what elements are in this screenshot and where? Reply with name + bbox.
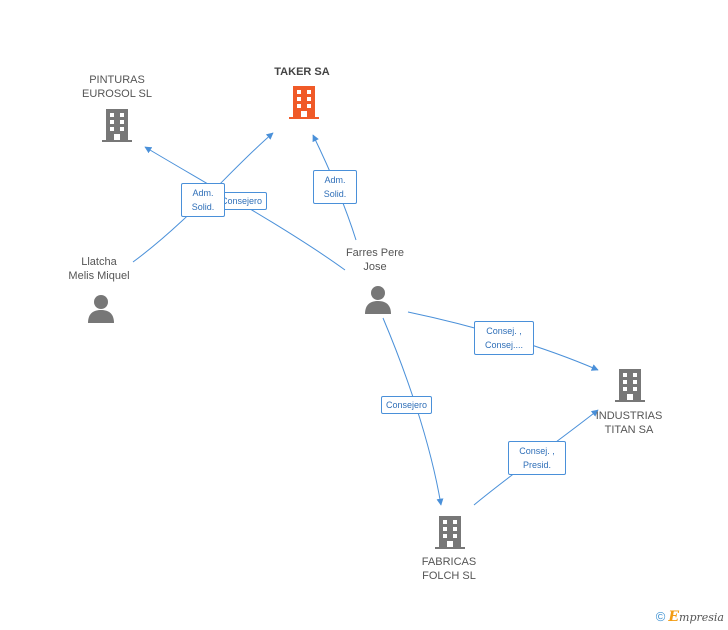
edge-label-farres-industrias[interactable]: Consej. , Consej.... — [474, 321, 534, 355]
brand-name: mpresia — [679, 611, 724, 624]
building-icon[interactable] — [289, 86, 319, 119]
building-icon[interactable] — [615, 369, 645, 402]
node-label-line: Jose — [363, 261, 387, 273]
building-icon[interactable] — [435, 516, 465, 549]
brand-initial: E — [668, 609, 680, 625]
person-icon[interactable] — [365, 286, 391, 314]
node-label-line: INDUSTRIAS — [595, 410, 663, 422]
node-label-llatcha[interactable]: Llatcha Melis Miquel — [54, 255, 144, 283]
node-label-fabricas[interactable]: FABRICAS FOLCH SL — [404, 555, 494, 583]
edge-label-line: Consej.... — [484, 340, 524, 350]
edge-label-line: Solid. — [191, 202, 215, 212]
edge-label-line: Consej. , — [519, 446, 555, 456]
node-label-line: Llatcha — [81, 256, 117, 268]
footer-brand: © Empresia — [656, 609, 724, 625]
node-label-line: TITAN SA — [604, 424, 654, 436]
node-label-line: Melis Miquel — [68, 270, 130, 282]
edge-label-line: Adm. — [192, 188, 214, 198]
brand-logo: Empresia — [668, 609, 724, 625]
edge-label-line: Solid. — [323, 189, 347, 199]
node-label-pinturas[interactable]: PINTURAS EUROSOL SL — [72, 73, 162, 101]
edge-label-line: Adm. — [324, 175, 346, 185]
node-label-line: PINTURAS — [89, 74, 145, 86]
node-label-line: FOLCH SL — [422, 570, 476, 582]
edge-label-farres-taker[interactable]: Adm. Solid. — [313, 170, 357, 204]
edge-label-fabricas-industrias[interactable]: Consej. , Presid. — [508, 441, 566, 475]
edge-label-line: Consej. , — [486, 326, 522, 336]
person-icon[interactable] — [88, 295, 114, 323]
node-label-line: Farres Pere — [345, 247, 405, 259]
node-label-taker[interactable]: TAKER SA — [274, 66, 330, 78]
node-label-line: FABRICAS — [421, 556, 477, 568]
node-label-farres[interactable]: Farres Pere Jose — [330, 246, 420, 274]
edge-label-llatcha-adm-solid[interactable]: Adm. Solid. — [181, 183, 225, 217]
copyright-icon: © — [655, 609, 666, 624]
building-icon[interactable] — [102, 109, 132, 142]
edge-label-line: Presid. — [522, 460, 551, 470]
edge-label-farres-fabricas[interactable]: Consejero — [381, 396, 433, 414]
node-label-industrias[interactable]: INDUSTRIAS TITAN SA — [584, 409, 674, 437]
node-label-line: EUROSOL SL — [82, 88, 152, 100]
